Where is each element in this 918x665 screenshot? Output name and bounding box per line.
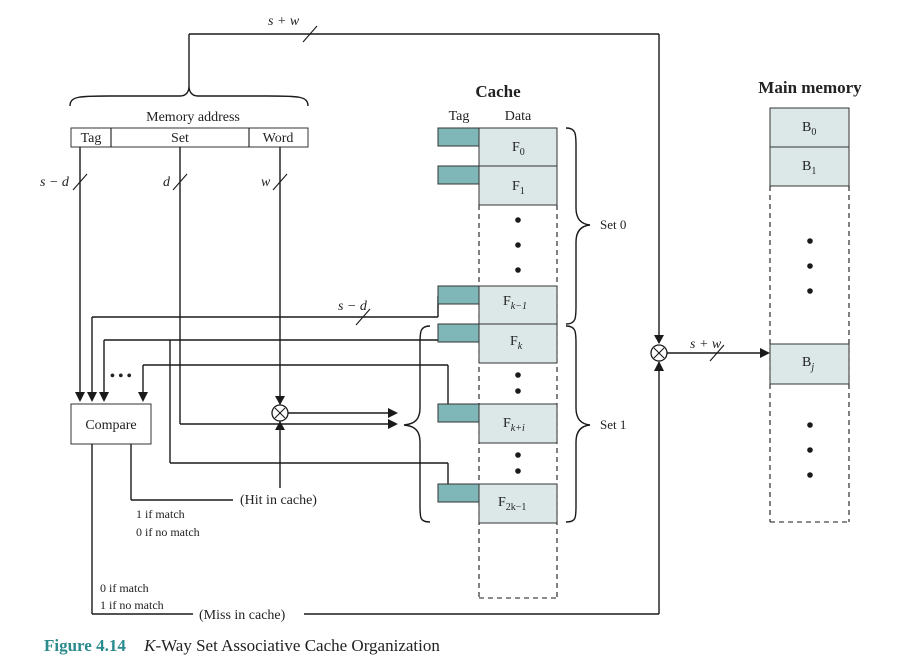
cache-line-f1-label: F1: [512, 179, 525, 197]
cache-col-data: Data: [505, 109, 532, 124]
compare-box: [70, 403, 152, 445]
cache-line-fk1-label: Fk−1: [503, 294, 527, 312]
bus-slash: [302, 25, 318, 43]
tag-bus-label: s − d: [338, 299, 368, 314]
hit-match-2: 0 if no match: [136, 525, 200, 539]
tag-compare-lines: s − d • • •: [87, 296, 451, 485]
memory-block-b0: [769, 107, 850, 148]
miss-path: 0 if match 1 if no match (Miss in cache): [91, 361, 664, 623]
figure-caption: Figure 4.14 K-Way Set Associative Cache …: [44, 636, 440, 655]
hit-label: (Hit in cache): [240, 493, 317, 508]
cache-line-fki-label: Fk+i: [503, 416, 525, 434]
memory-address-title: Memory address: [146, 110, 240, 125]
compare-unit: Compare: [70, 403, 152, 445]
cache-line-fk: [478, 323, 558, 364]
main-memory: Main memory B0 B1 Bj: [758, 78, 862, 523]
address-field-word: Word: [263, 131, 294, 146]
memory-block-b0-label: B0: [802, 120, 816, 138]
miss-label: (Miss in cache): [199, 608, 286, 623]
set-select-brace: [403, 325, 431, 523]
cache-line-fk1: [478, 285, 558, 325]
cache-line-f0: [478, 127, 558, 167]
cache-col-tag: Tag: [449, 109, 470, 124]
memory-block-bj-label: Bj: [802, 355, 814, 373]
miss-match-1: 0 if match: [100, 581, 149, 595]
cache-line-f0-label: F0: [512, 140, 525, 158]
caption-number: Figure 4.14: [44, 636, 126, 655]
address-field-tag: Tag: [81, 131, 102, 146]
cache: Cache Tag Data F0 F1 Fk−1 Fk Fk+i: [403, 82, 626, 599]
main-memory-title: Main memory: [758, 78, 862, 97]
address-lines: s − d d w: [40, 147, 398, 429]
set0-label: Set 0: [600, 217, 626, 232]
top-bus-label: s + w: [268, 14, 300, 29]
word-multiplexer: [271, 404, 398, 488]
memory-multiplexer: s + w: [650, 337, 770, 362]
cache-line-fk-label: Fk: [510, 334, 523, 352]
miss-match-2: 1 if no match: [100, 598, 164, 612]
memory-address: Memory address Tag Set Word: [69, 85, 309, 148]
compare-label: Compare: [85, 418, 136, 433]
address-brace: [69, 85, 309, 107]
cache-line-fki: [478, 403, 558, 444]
memory-block-b1-label: B1: [802, 159, 816, 177]
mem-bus-label: s + w: [690, 337, 722, 352]
cache-line-f2k1-label: F2k−1: [498, 495, 526, 513]
top-bus: s + w: [188, 14, 664, 344]
word-width-label: w: [261, 175, 271, 190]
address-field-set: Set: [171, 131, 189, 146]
hit-path: (Hit in cache) 1 if match 0 if no match: [130, 444, 317, 539]
tag-width-label: s − d: [40, 175, 70, 190]
cache-line-f1: [478, 165, 558, 206]
memory-block-b1: [769, 146, 850, 187]
memory-block-bj: [769, 343, 850, 385]
set0-brace: [565, 127, 591, 325]
cache-line-f2k1: [478, 483, 558, 524]
set1-brace: [565, 325, 591, 523]
hit-match-1: 1 if match: [136, 507, 185, 521]
set-width-label: d: [163, 175, 171, 190]
cache-title: Cache: [475, 82, 521, 101]
caption-line: Figure 4.14 K-Way Set Associative Cache …: [44, 636, 440, 655]
set1-label: Set 1: [600, 417, 626, 432]
compare-ellipsis: • • •: [110, 369, 132, 384]
